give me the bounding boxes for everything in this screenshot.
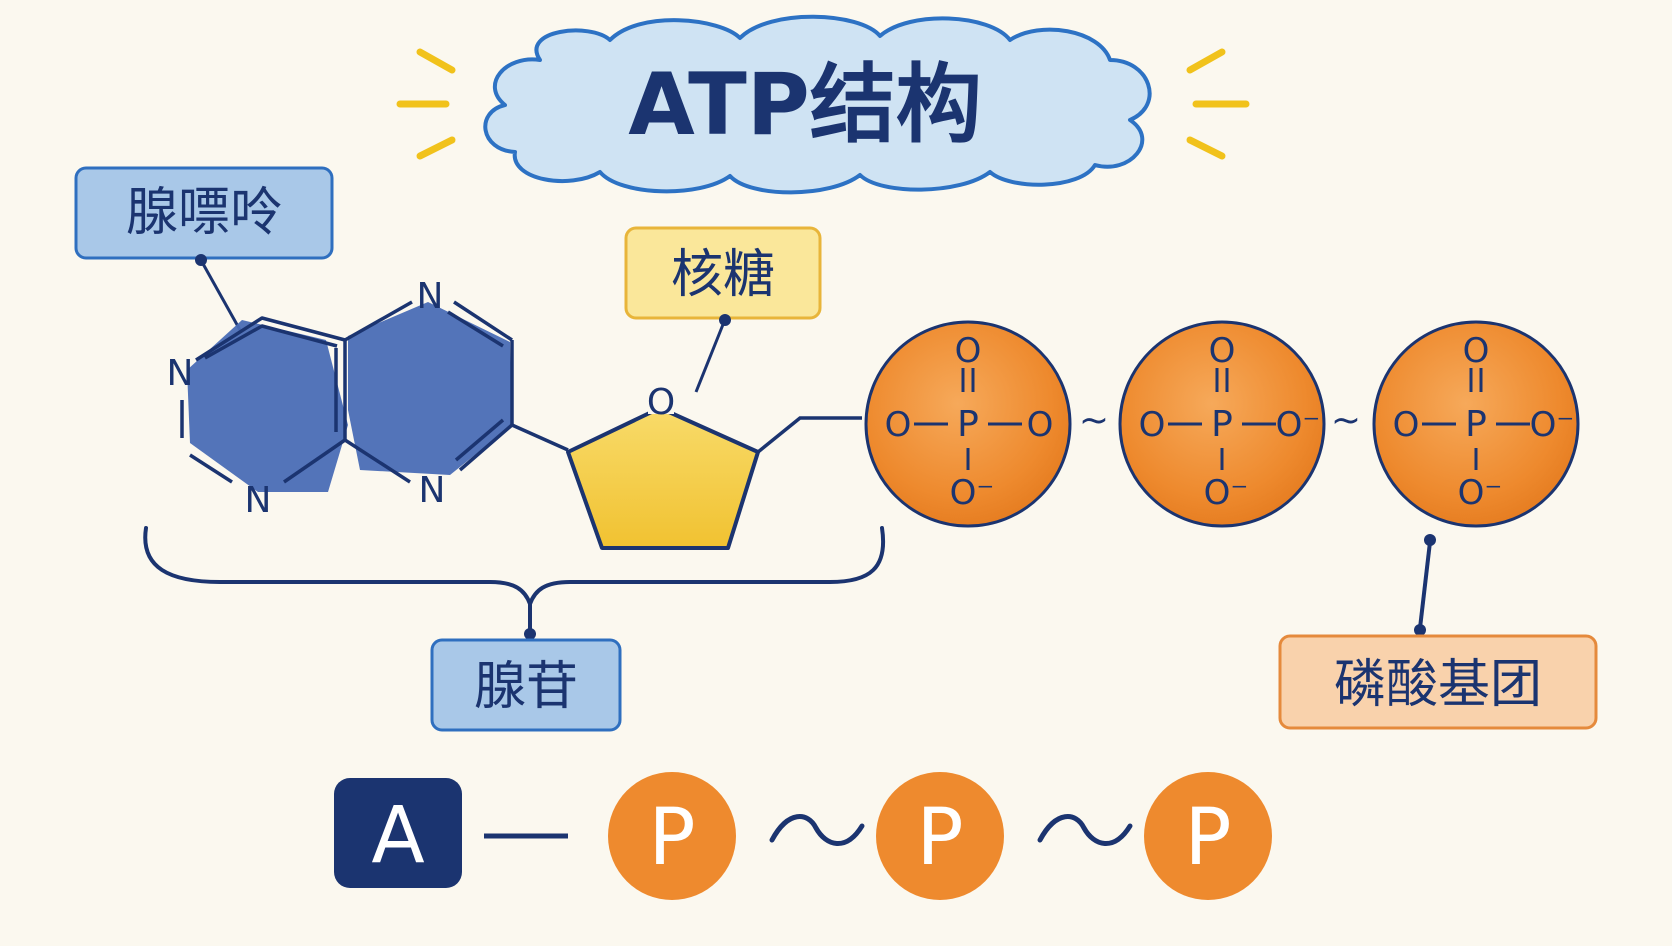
ribose-label-text: 核糖 [671,245,775,305]
title-cloud: ATP结构 [483,14,1152,195]
phosphate-1-right: O [1027,405,1054,445]
phosphate-1-center: P [957,404,979,445]
sparkle-right-icon [1186,48,1250,160]
adenine-label-text: 腺嘌呤 [126,183,282,243]
atom-n-1: N [167,353,194,394]
phosphate-1-bottom: O⁻ [950,473,995,513]
phosphate-3-top: O [1463,331,1490,371]
phosphate-2-bottom: O⁻ [1204,473,1249,513]
high-energy-bond-2: ~ [1331,400,1361,441]
phosphate-group-label-text: 磷酸基团 [1334,655,1542,715]
adenosine-brace [143,526,886,634]
phosphate-2-center: P [1211,404,1233,445]
atom-n-2: N [245,480,272,521]
summary-formula: A P P P [334,772,1272,900]
summary-phosphate-3 [1144,772,1272,900]
adenosine-label-text: 腺苷 [474,657,578,717]
summary-phosphate-3-letter: P [1184,793,1231,883]
phosphate-2-left: O [1139,405,1166,445]
adenine-rings: N N N N [167,276,569,521]
ribose-label: 核糖 [624,226,822,320]
summary-phosphate-2-letter: P [916,793,963,883]
phosphate-3-center: P [1465,404,1487,445]
atom-o-ring: O [647,382,675,423]
phosphate-unit-3: O O P O⁻ O⁻ [1372,320,1580,528]
atom-n-3: N [417,276,444,317]
phosphate-3-bottom: O⁻ [1458,473,1503,513]
adenosine-pointer-dot [524,628,536,640]
phosphate-group-label: 磷酸基团 [1278,634,1598,730]
summary-phosphate-1 [608,772,736,900]
phosphate-2-top: O [1209,331,1236,371]
summary-adenosine-letter: A [371,791,424,881]
adenine-label: 腺嘌呤 [74,166,334,260]
summary-high-energy-bond-2 [1037,814,1133,846]
phosphate-1-left: O [885,405,912,445]
page-title: ATP结构 [628,55,982,155]
phosphate-units: O O P O O⁻ ~ O O P O⁻ O⁻ ~ O [864,320,1580,528]
summary-adenosine-box [334,778,462,888]
phosphate-3-left: O [1393,405,1420,445]
summary-phosphate-1-letter: P [648,793,695,883]
adenosine-label: 腺苷 [430,638,622,732]
phosphate-unit-1: O O P O O⁻ [864,320,1072,528]
ribose-pointer [694,314,731,393]
phosphate-1-top: O [955,331,982,371]
summary-high-energy-bond-1 [769,814,865,846]
adenine-pointer [195,254,242,331]
phosphate-3-right: O⁻ [1530,405,1575,445]
ribose-ring: O [566,382,862,550]
sparkle-left-icon [396,48,456,160]
phosphate-2-right: O⁻ [1276,405,1321,445]
phosphate-group-pointer [1414,534,1436,636]
atom-n-4: N [419,470,446,511]
phosphate-unit-2: O O P O⁻ O⁻ [1118,320,1326,528]
high-energy-bond-1: ~ [1079,400,1109,441]
summary-phosphate-2 [876,772,1004,900]
